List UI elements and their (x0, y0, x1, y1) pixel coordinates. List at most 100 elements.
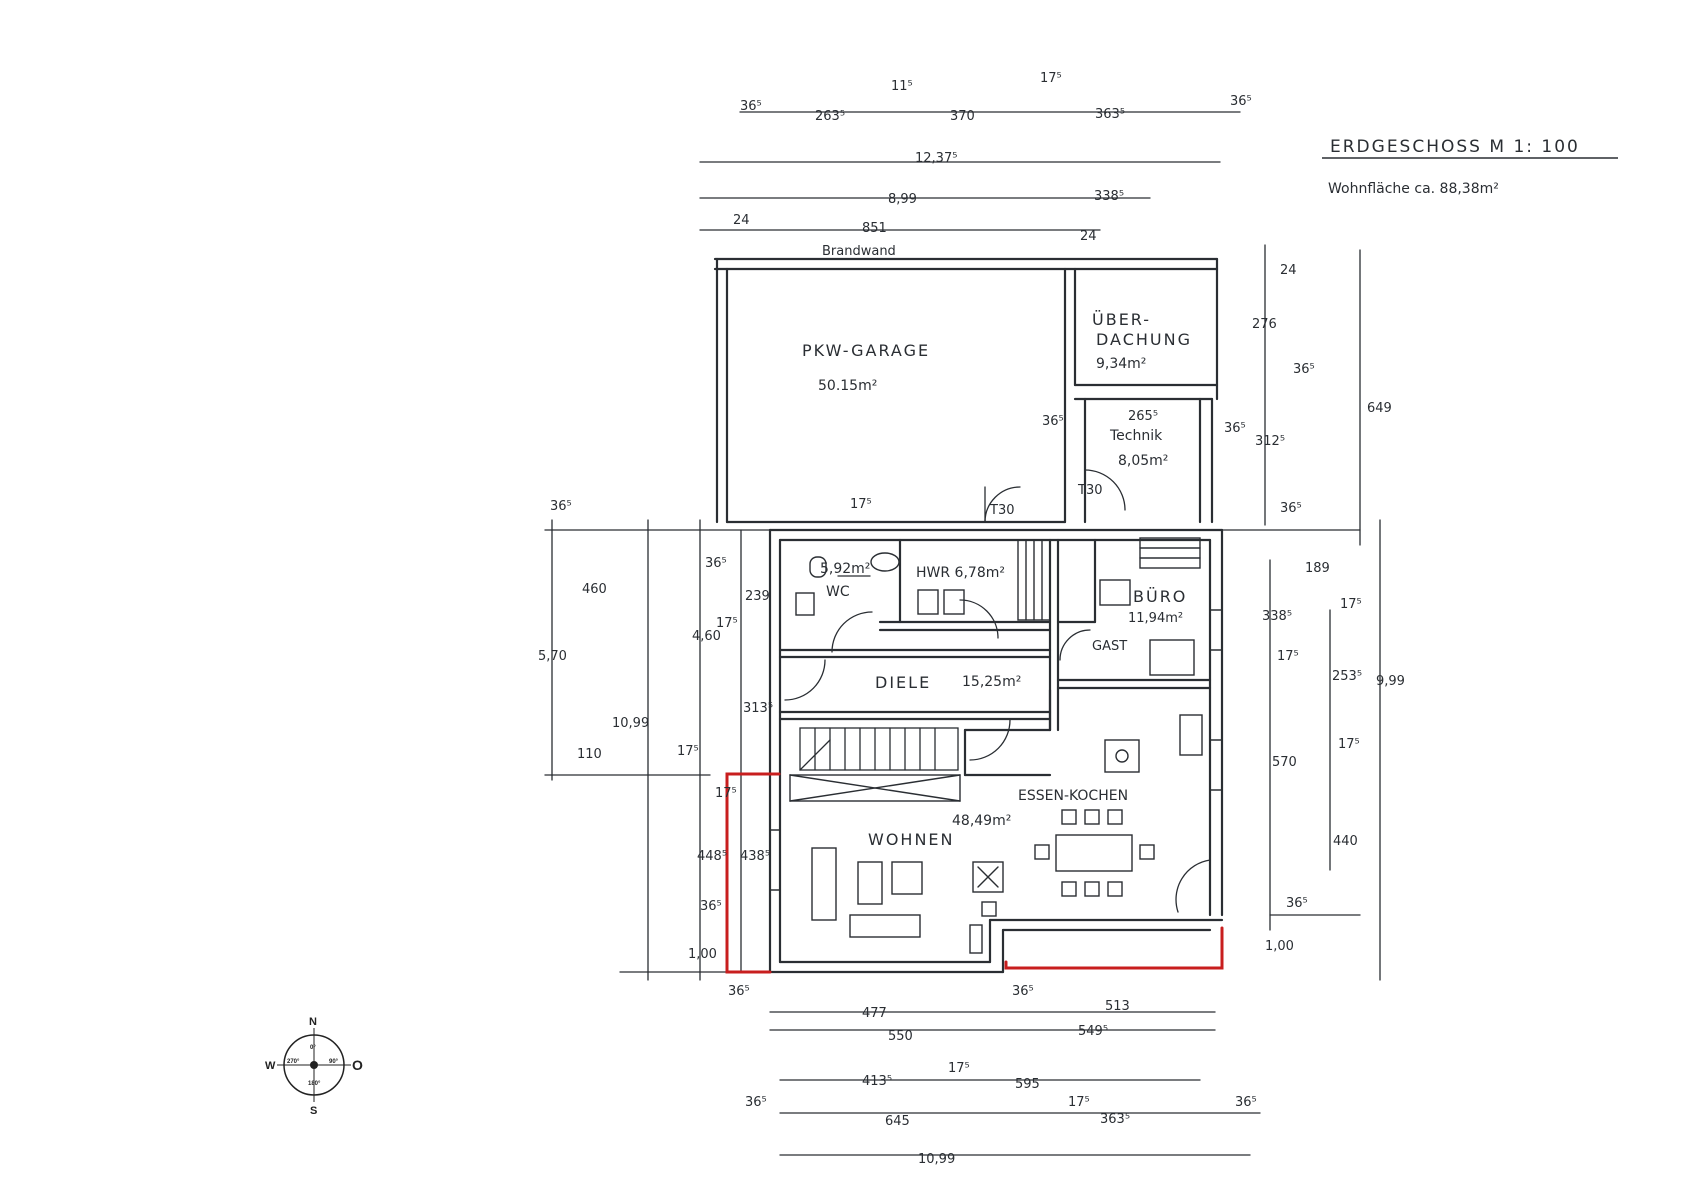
plan-title: ERDGESCHOSS M 1: 100 (1330, 137, 1580, 157)
dim-top-2635: 263⁵ (815, 109, 845, 124)
dim-top-851: 851 (862, 221, 887, 236)
label-t30-b: T30 (1077, 483, 1102, 498)
dim-right-2535: 253⁵ (1332, 669, 1362, 684)
dim-left-570: 5,70 (538, 649, 567, 664)
dim-bottom-3635: 363⁵ (1100, 1112, 1130, 1127)
living-area-total: Wohnfläche ca. 88,38m² (1328, 181, 1499, 197)
dim-right-999: 9,99 (1376, 674, 1405, 689)
dim-right-3125: 312⁵ (1255, 434, 1285, 449)
dim-top-175: 17⁵ (1040, 71, 1062, 86)
dim-bottom-175b: 17⁵ (1068, 1095, 1090, 1110)
room-essen-kochen-area: 48,49m² (952, 813, 1011, 829)
compass-deg-270: 270° (287, 1059, 300, 1065)
dim-right-649: 649 (1367, 401, 1392, 416)
room-ueberdachung-name-2: DACHUNG (1096, 330, 1192, 349)
dim-right-440: 440 (1333, 834, 1358, 849)
dim-top-total: 12,37⁵ (915, 151, 957, 166)
dim-top-370: 370 (950, 109, 975, 124)
dim-bottom-5495: 549⁵ (1078, 1024, 1108, 1039)
room-buero-name: BÜRO (1133, 587, 1187, 606)
room-technik-area: 8,05m² (1118, 453, 1168, 469)
dim-top-115: 11⁵ (891, 79, 913, 94)
dim-left-3135: 313⁵ (743, 701, 773, 716)
dim-right-570: 570 (1272, 755, 1297, 770)
dim-right-175a: 17⁵ (1340, 597, 1362, 612)
dim-bottom-550: 550 (888, 1029, 913, 1044)
room-diele-name: DIELE (875, 673, 931, 692)
compass-deg-0: 0° (310, 1045, 316, 1051)
dim-bottom-4135: 413⁵ (862, 1074, 892, 1089)
label-t30-a: T30 (989, 503, 1014, 518)
dim-left-175a: 17⁵ (716, 616, 738, 631)
room-hwr-name: HWR 6,78m² (916, 565, 1005, 581)
dim-right-100: 1,00 (1265, 939, 1294, 954)
staircase (799, 727, 959, 771)
dim-top-3385: 338⁵ (1094, 189, 1124, 204)
dim-bottom-175: 17⁵ (948, 1061, 970, 1076)
compass-deg-90: 90° (329, 1059, 339, 1065)
dim-top-365b: 36⁵ (1230, 94, 1252, 109)
room-ueberdachung-name-1: ÜBER- (1092, 310, 1151, 329)
compass-west: W (265, 1060, 276, 1072)
dim-top-3635: 363⁵ (1095, 107, 1125, 122)
door-swings (784, 469, 1211, 913)
dim-technik-365-right: 36⁵ (1224, 421, 1246, 436)
dim-top-24b: 24 (1080, 229, 1097, 244)
dim-right-189: 189 (1305, 561, 1330, 576)
dim-left-460b: 4,60 (692, 629, 721, 644)
dim-left-239: 239 (745, 589, 770, 604)
window-marks (769, 537, 1223, 891)
dim-left-365a: 36⁵ (550, 499, 572, 514)
dim-left-365c: 36⁵ (700, 899, 722, 914)
walls (713, 257, 1224, 974)
furniture (795, 552, 1203, 954)
room-technik-name: Technik (1109, 428, 1163, 444)
room-garage-area: 50.15m² (818, 378, 877, 394)
dim-technik-365-left: 36⁵ (1042, 414, 1064, 429)
dim-bottom-365a: 36⁵ (745, 1095, 767, 1110)
dim-right-175c: 17⁵ (1338, 737, 1360, 752)
dim-left-460: 460 (582, 582, 607, 597)
dim-bottom-365b: 36⁵ (1235, 1095, 1257, 1110)
dim-bottom-513: 513 (1105, 999, 1130, 1014)
red-marker (725, 772, 1224, 974)
dim-bottom-595: 595 (1015, 1077, 1040, 1092)
dim-bottom-645: 645 (885, 1114, 910, 1129)
dim-bottom-365: 36⁵ (1012, 984, 1034, 999)
compass-east: O (352, 1057, 363, 1073)
dim-wall-175: 17⁵ (850, 497, 872, 512)
dim-right-24: 24 (1280, 263, 1297, 278)
dim-left-175c: 17⁵ (715, 786, 737, 801)
room-ueberdachung-area: 9,34m² (1096, 356, 1146, 372)
dim-left-365d: 36⁵ (728, 984, 750, 999)
dim-left-1099: 10,99 (612, 716, 649, 731)
dim-left-175b: 17⁵ (677, 744, 699, 759)
dim-left-4385: 438⁵ (740, 849, 770, 864)
dim-bottom-477: 477 (862, 1006, 887, 1021)
dim-right-276: 276 (1252, 317, 1277, 332)
dim-left-100: 1,00 (688, 947, 717, 962)
dim-bottom-1099: 10,99 (918, 1152, 955, 1167)
dim-top-365a: 36⁵ (740, 99, 762, 114)
room-garage-name: PKW-GARAGE (802, 341, 930, 360)
compass-north: N (309, 1016, 317, 1028)
dim-right-365c: 36⁵ (1286, 896, 1308, 911)
room-technik-width: 265⁵ (1128, 409, 1158, 424)
room-wohnen-name: WOHNEN (868, 830, 955, 849)
compass-south: S (310, 1105, 317, 1117)
dim-left-110: 110 (577, 747, 602, 762)
dim-top-899: 8,99 (888, 192, 917, 207)
room-buero-area: 11,94m² (1128, 611, 1183, 626)
room-wc-name: WC (826, 584, 850, 600)
dim-right-365b: 36⁵ (1280, 501, 1302, 516)
dim-right-3385: 338⁵ (1262, 609, 1292, 624)
dim-left-4485: 448⁵ (697, 849, 727, 864)
room-essen-kochen-name: ESSEN-KOCHEN (1018, 788, 1128, 804)
room-gast-name: GAST (1092, 639, 1127, 654)
dim-right-175b: 17⁵ (1277, 649, 1299, 664)
dim-left-365b: 36⁵ (705, 556, 727, 571)
compass-rose: N S W O 0° 90° 180° 270° (265, 1016, 363, 1117)
room-diele-area: 15,25m² (962, 674, 1021, 690)
dim-top-24a: 24 (733, 213, 750, 228)
